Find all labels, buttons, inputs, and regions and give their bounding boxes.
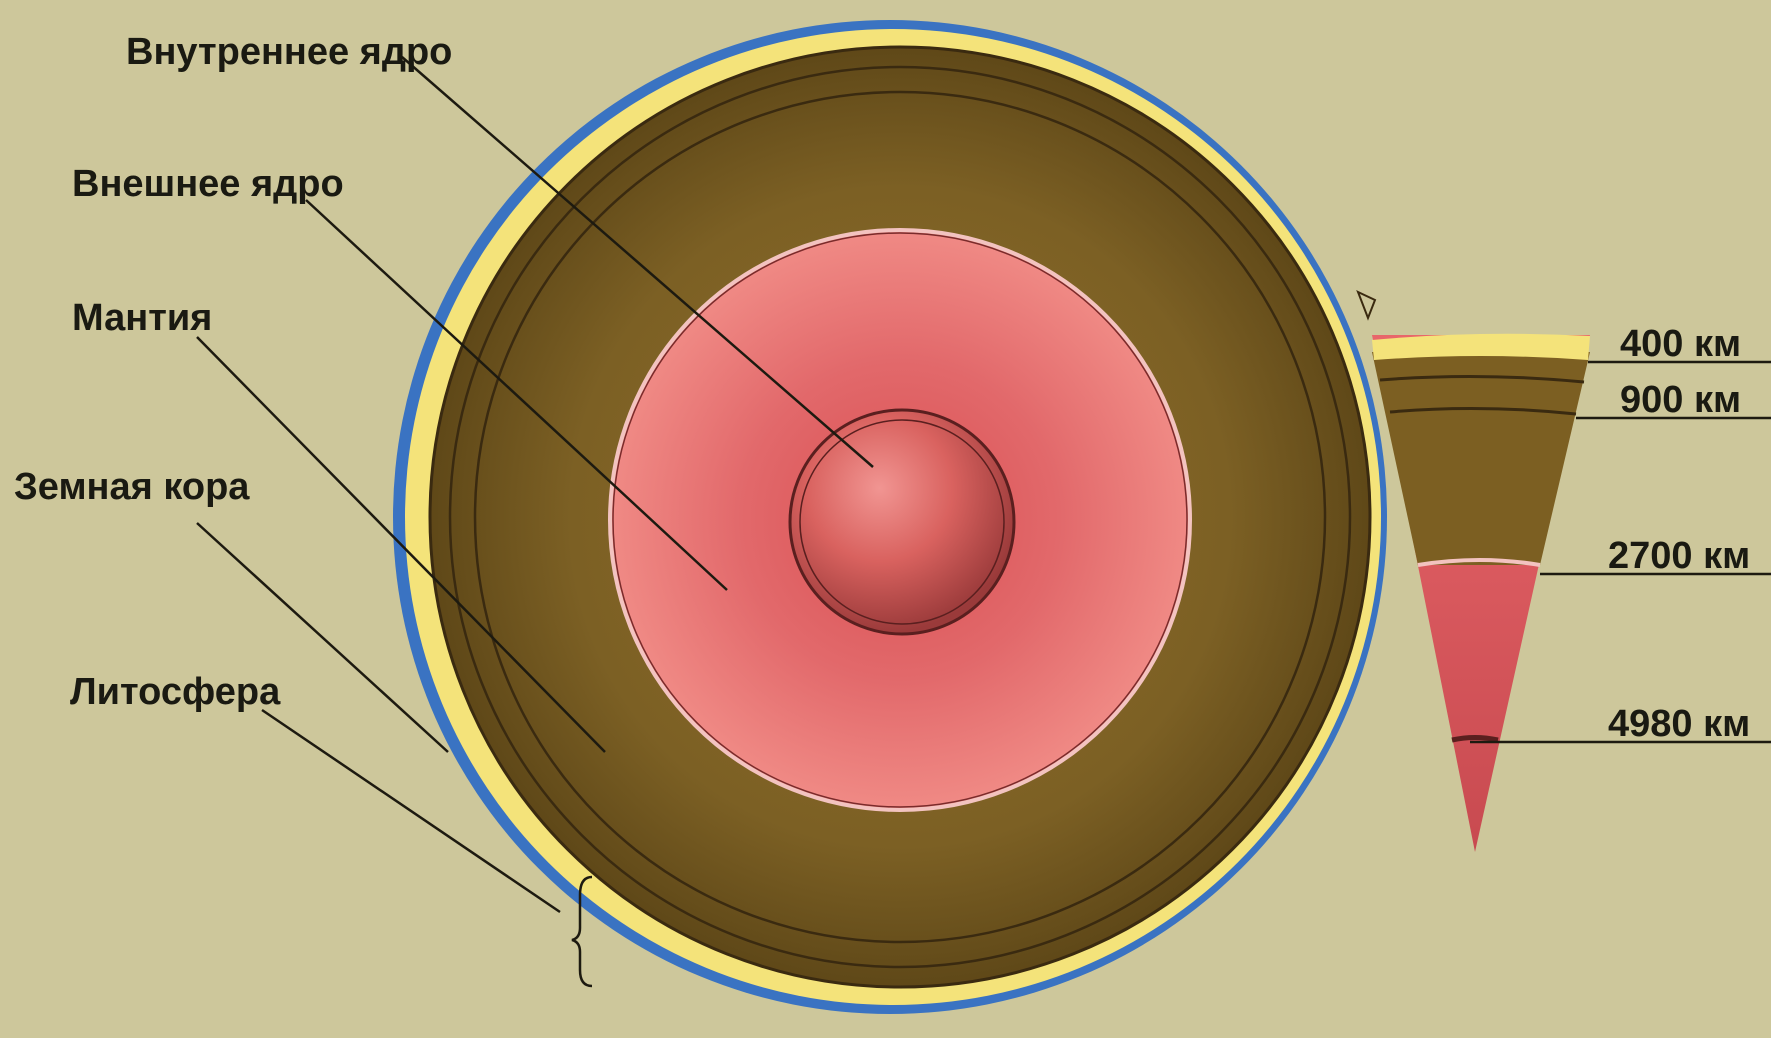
label-inner-core: Внутреннее ядро (126, 31, 452, 73)
depth-label-900: 900 км (1620, 379, 1741, 421)
layer-labels: Внутреннее ядро Внешнее ядро Мантия Земн… (14, 31, 452, 713)
depth-label-4980: 4980 км (1608, 703, 1750, 745)
wedge-mantle-section (1372, 352, 1590, 565)
wedge-4980km-line (1452, 738, 1498, 741)
depth-label-400: 400 км (1620, 323, 1741, 365)
label-mantle: Мантия (72, 297, 212, 339)
cross-section-wedge (1372, 334, 1590, 852)
depth-labels: 400 км 900 км 2700 км 4980 км (1608, 323, 1750, 745)
inner-core (790, 410, 1014, 634)
depth-label-2700: 2700 км (1608, 535, 1750, 577)
label-lithosphere: Литосфера (70, 671, 281, 713)
earth-globe (393, 20, 1387, 1014)
label-crust: Земная кора (14, 466, 250, 508)
label-outer-core: Внешнее ядро (72, 163, 344, 205)
